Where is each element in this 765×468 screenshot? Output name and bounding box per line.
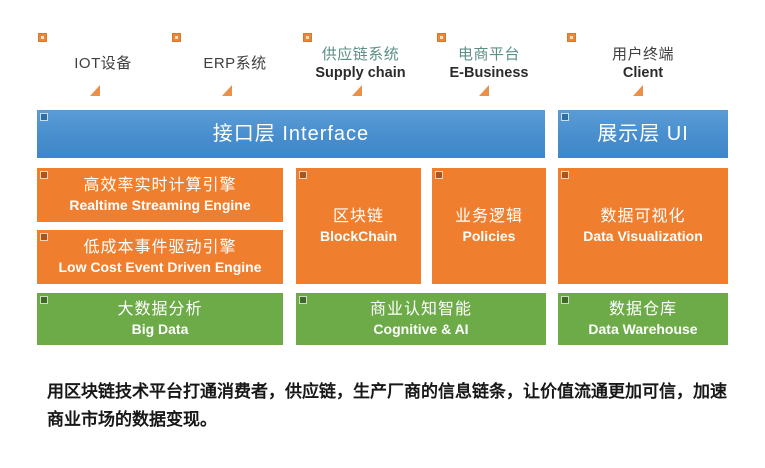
module-data-visualization-cn: 数据可视化 [600,207,686,225]
module-big-data-cn: 大数据分析 [117,300,203,318]
selection-handle-icon [561,171,569,179]
selection-handle-icon [40,113,48,121]
selection-handle-icon [299,171,307,179]
source-label-supply-chain-cn: 供应链系统 [321,46,400,63]
source-label-erp: ERP系统 [180,55,290,74]
source-marker-erp [172,33,181,42]
module-data-visualization[interactable]: 数据可视化 Data Visualization [558,168,728,284]
module-cognitive-ai-en: Cognitive & AI [373,321,469,338]
module-data-warehouse-en: Data Warehouse [588,321,698,338]
source-label-erp-cn: ERP系统 [203,55,267,72]
source-label-iot: IOT设备 [48,55,158,74]
source-marker-ebusiness [437,33,446,42]
layer-interface-label: 接口层 Interface [212,122,370,145]
flow-arrow-icon-client [633,85,643,96]
module-cognitive-ai[interactable]: 商业认知智能 Cognitive & AI [296,293,546,345]
layer-interface[interactable]: 接口层 Interface [37,110,545,158]
module-realtime-streaming-engine[interactable]: 高效率实时计算引擎 Realtime Streaming Engine [37,168,283,222]
source-label-ebusiness: 电商平台 E-Business [434,46,544,81]
source-label-client-en: Client [622,64,664,81]
module-low-cost-event-driven-engine[interactable]: 低成本事件驱动引擎 Low Cost Event Driven Engine [37,230,283,284]
source-label-supply-chain-en: Supply chain [315,64,406,81]
selection-handle-icon [40,296,48,304]
module-low-cost-event-driven-engine-en: Low Cost Event Driven Engine [58,259,262,276]
module-policies[interactable]: 业务逻辑 Policies [432,168,546,284]
source-marker-iot [38,33,47,42]
module-policies-cn: 业务逻辑 [454,207,523,225]
flow-arrow-icon-erp [222,85,232,96]
module-big-data[interactable]: 大数据分析 Big Data [37,293,283,345]
module-blockchain-en: BlockChain [319,228,397,245]
selection-handle-icon [561,296,569,304]
module-blockchain-cn: 区块链 [332,207,384,225]
module-data-visualization-en: Data Visualization [583,228,703,245]
selection-handle-icon [40,171,48,179]
module-policies-en: Policies [462,228,516,245]
selection-handle-icon [299,296,307,304]
source-label-client: 用户终端 Client [588,46,698,81]
caption-text: 用区块链技术平台打通消费者，供应链，生产厂商的信息链条，让价值流通更加可信，加速… [47,382,727,429]
selection-handle-icon [561,113,569,121]
module-realtime-streaming-engine-cn: 高效率实时计算引擎 [83,176,237,194]
module-realtime-streaming-engine-en: Realtime Streaming Engine [69,197,251,214]
layer-ui-label: 展示层 UI [597,122,689,145]
layer-ui[interactable]: 展示层 UI [558,110,728,158]
source-label-iot-cn: IOT设备 [74,55,132,72]
source-marker-supply-chain [303,33,312,42]
selection-handle-icon [40,233,48,241]
flow-arrow-icon-supply-chain [352,85,362,96]
flow-arrow-icon-ebusiness [479,85,489,96]
flow-arrow-icon-iot [90,85,100,96]
source-label-ebusiness-cn: 电商平台 [457,46,520,63]
source-marker-client [567,33,576,42]
source-label-ebusiness-en: E-Business [449,64,529,81]
module-data-warehouse-cn: 数据仓库 [608,300,677,318]
module-blockchain[interactable]: 区块链 BlockChain [296,168,421,284]
module-big-data-en: Big Data [131,321,189,338]
module-data-warehouse[interactable]: 数据仓库 Data Warehouse [558,293,728,345]
module-low-cost-event-driven-engine-cn: 低成本事件驱动引擎 [83,238,237,256]
selection-handle-icon [435,171,443,179]
source-label-client-cn: 用户终端 [611,46,674,63]
module-cognitive-ai-cn: 商业认知智能 [369,300,472,318]
source-label-supply-chain: 供应链系统 Supply chain [303,46,418,81]
